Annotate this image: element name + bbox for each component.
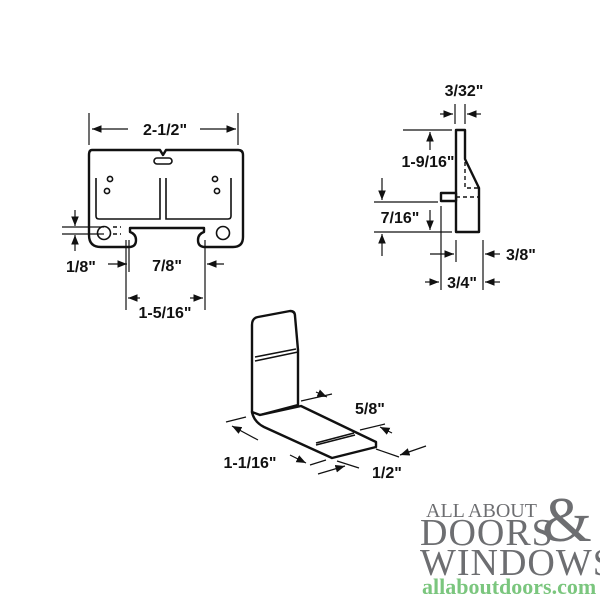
logo-line-windows: WINDOWS <box>420 542 600 584</box>
front-view-figure: 2-1/2" 1/8" 7/8" 1-5/16" <box>62 113 245 322</box>
logo-ampersand: & <box>542 484 592 555</box>
outer-gap-dimension: 1-5/16" <box>139 305 192 322</box>
length-dimension: 1-1/16" <box>224 455 277 472</box>
height-dimension: 1-9/16" <box>402 154 455 171</box>
width-dimension: 2-1/2" <box>143 122 187 139</box>
side-view-figure: 3/32" 1-9/16" 7/16" 3/8" 3/4" <box>374 83 536 292</box>
tab-dimension: 5/8" <box>355 401 385 418</box>
width-dimension-iso: 1/2" <box>372 465 402 482</box>
depth-dimension: 3/4" <box>447 275 477 292</box>
logo-line-doors: DOORS <box>420 512 554 554</box>
thickness-dimension: 3/32" <box>445 83 484 100</box>
isometric-view-figure: 1-1/16" 5/8" 1/2" <box>224 309 427 482</box>
offset-dimension: 1/8" <box>66 259 96 276</box>
logo-url[interactable]: allaboutdoors.com <box>422 574 597 599</box>
logo-line-all-about: ALL ABOUT <box>426 500 537 522</box>
tab-height-dimension: 7/16" <box>381 210 420 227</box>
inner-gap-dimension: 7/8" <box>152 258 182 275</box>
tab-depth-dimension: 3/8" <box>506 247 536 264</box>
